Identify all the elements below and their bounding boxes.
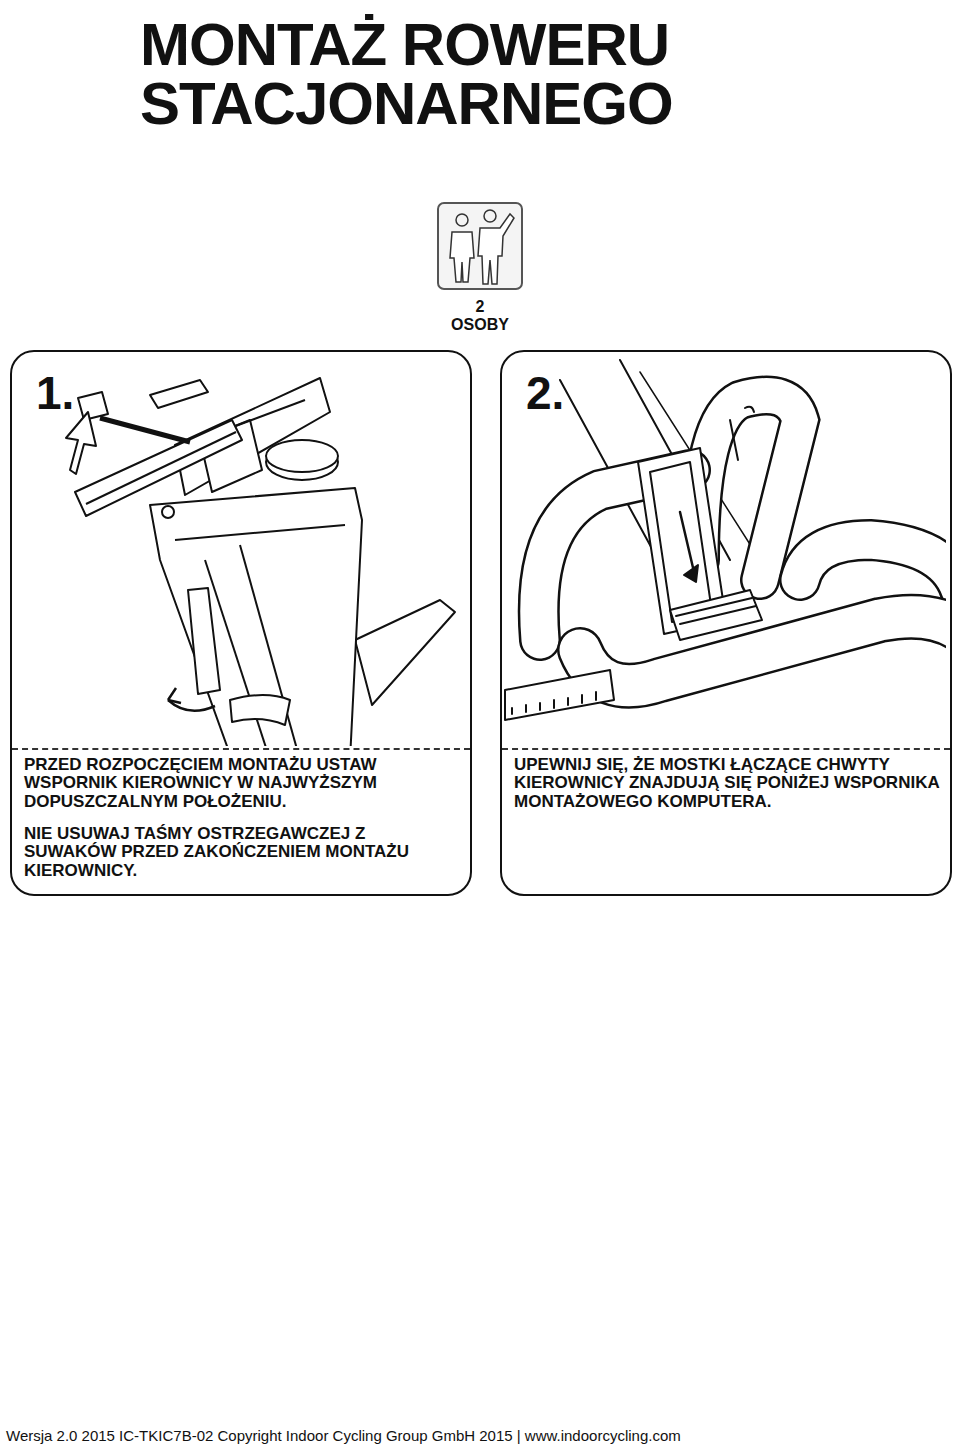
instruction-text: PRZED ROZPOCZĘCIEM MONTAŻU USTAW WSPORNI… — [24, 756, 460, 811]
persons-label: 2 OSOBY — [451, 298, 509, 333]
step-panel: 2. UPEWNIJ SIĘ, ŻE MOSTKI ŁĄCZĄCE CHWYTY … — [500, 350, 952, 896]
page-title: MONTAŻ ROWERU STACJONARNEGO — [140, 16, 900, 134]
instruction-text: UPEWNIJ SIĘ, ŻE MOSTKI ŁĄCZĄCE CHWYTY KI… — [514, 756, 940, 811]
two-persons-icon — [438, 203, 522, 289]
dashed-separator — [12, 748, 470, 750]
step-number: 1. — [36, 370, 74, 416]
step-panel: 1. PRZED ROZPOCZĘCIEM MONTAŻU USTAW WSPOR… — [10, 350, 472, 896]
step-text-area: PRZED ROZPOCZĘCIEM MONTAŻU USTAW WSPORNI… — [12, 756, 470, 894]
step-text-area: UPEWNIJ SIĘ, ŻE MOSTKI ŁĄCZĄCE CHWYTY KI… — [502, 756, 950, 825]
instruction-text: NIE USUWAJ TAŚMY OSTRZEGAWCZEJ Z SUWAKÓW… — [24, 825, 460, 880]
step-number: 2. — [526, 370, 564, 416]
handlebar-illustration — [505, 360, 946, 720]
copyright-footer: Wersja 2.0 2015 IC-TKIC7B-02 Copyright I… — [6, 1427, 681, 1444]
stem-illustration — [66, 378, 455, 746]
dashed-separator — [502, 748, 950, 750]
